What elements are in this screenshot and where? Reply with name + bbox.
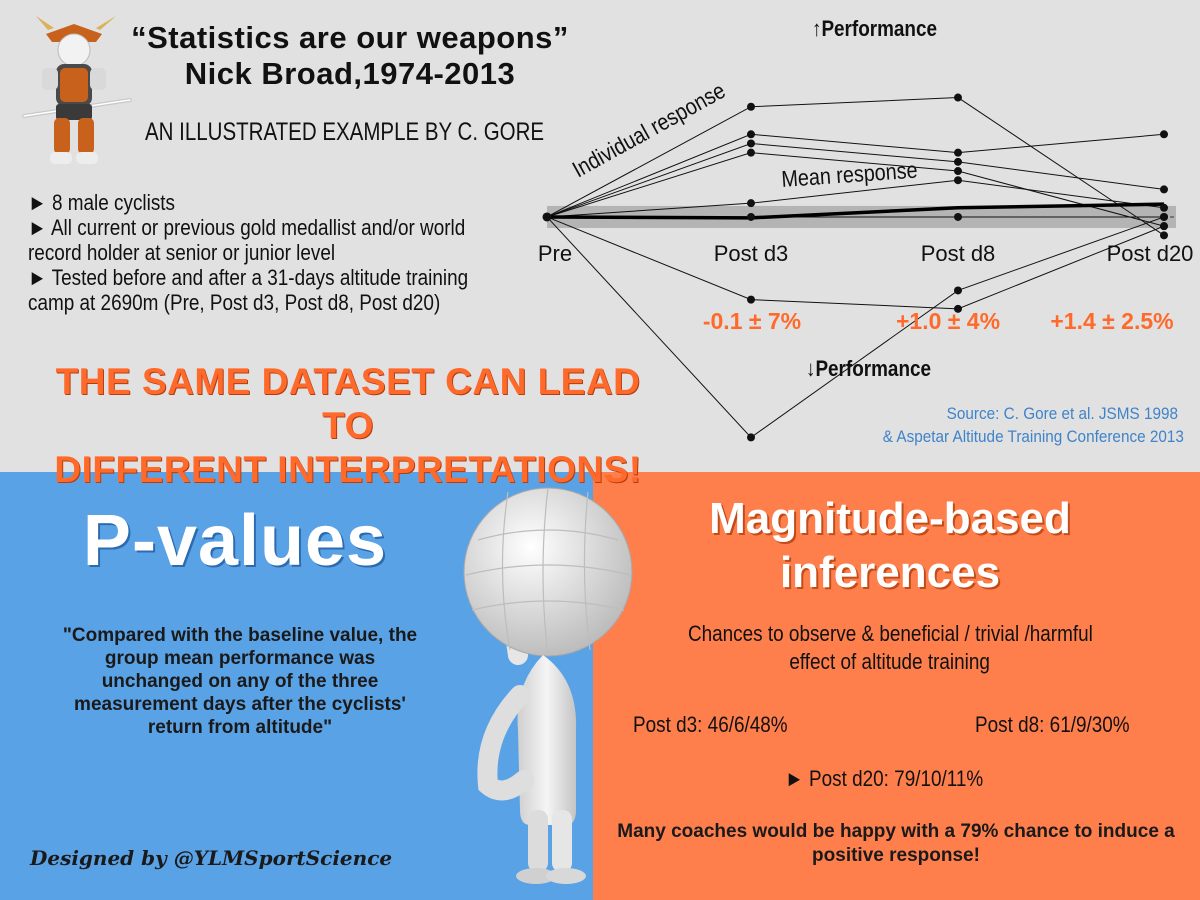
- individual-data-point: [747, 199, 755, 208]
- mbi-post-d3: Post d3: 46/6/48%: [633, 712, 788, 737]
- mbi-title-line-1: Magnitude-based: [709, 494, 1071, 543]
- performance-up-label: ↑Performance: [812, 17, 937, 42]
- individual-data-point: [747, 212, 755, 221]
- individual-data-point: [747, 102, 755, 111]
- individual-data-point: [747, 139, 755, 148]
- individual-series-line: [546, 152, 1165, 227]
- mbi-title-line-2: inferences: [779, 548, 1001, 597]
- individual-data-point: [1160, 185, 1168, 194]
- individual-series-line: [546, 179, 1165, 218]
- individual-series-line: [546, 216, 1165, 310]
- mbi-subtitle-line-2: effect of altitude training: [789, 649, 991, 674]
- mbi-subtitle-line-1: Chances to observe & beneficial / trivia…: [687, 621, 1093, 646]
- headline-line-1: THE SAME DATASET CAN LEAD TO: [55, 361, 641, 446]
- individual-data-point: [954, 286, 962, 295]
- individual-series-line: [546, 97, 1165, 236]
- performance-down-label: ↓Performance: [806, 357, 931, 382]
- bullet-item: ► 8 male cyclists: [28, 190, 175, 215]
- samurai-figure-icon: [22, 16, 132, 164]
- individual-data-point: [1160, 231, 1168, 240]
- mbi-post-d8: Post d8: 61/9/30%: [975, 712, 1130, 737]
- top-panel: [0, 0, 1200, 472]
- headline: THE SAME DATASET CAN LEAD TO DIFFERENT I…: [28, 360, 668, 492]
- source-line-2: & Aspetar Altitude Training Conference 2…: [882, 427, 1184, 446]
- individual-data-point: [954, 93, 962, 102]
- individual-data-point: [954, 157, 962, 166]
- x-tick-label: Post d3: [714, 241, 789, 266]
- quote-line-2: Nick Broad,1974-2013: [184, 56, 516, 91]
- pvalues-quote: "Compared with the baseline value, the g…: [62, 625, 418, 738]
- individual-data-point: [954, 304, 962, 313]
- mean-series-line: [546, 202, 1165, 220]
- individual-data-point: [954, 212, 962, 221]
- individual-data-point: [747, 295, 755, 304]
- mbi-title: Magnitude-based inferences: [610, 492, 1170, 600]
- effect-label-post-d3: -0.1 ± 7%: [703, 308, 801, 334]
- byline: AN ILLUSTRATED EXAMPLE BY C. GORE: [145, 118, 545, 146]
- x-tick-label: Post d20: [1107, 241, 1194, 266]
- individual-data-point: [954, 148, 962, 157]
- bullet-item: record holder at senior or junior level: [28, 240, 336, 265]
- x-tick-label: Post d8: [921, 241, 996, 266]
- effect-label-post-d8: +1.0 ± 4%: [896, 308, 1000, 334]
- designed-by: Designed by @YLMSportScience: [30, 846, 393, 870]
- pre-data-point: [542, 212, 552, 222]
- source-note: Source: C. Gore et al. JSMS 1998 & Aspet…: [850, 402, 1184, 448]
- response-chart: ↑Performance ↓Performance Individual res…: [538, 17, 1194, 442]
- puzzle-head-thinker-icon: [463, 487, 633, 884]
- bullet-item: ► All current or previous gold medallist…: [28, 215, 466, 240]
- source-line-1: Source: C. Gore et al. JSMS 1998: [946, 404, 1178, 423]
- individual-data-point: [1160, 130, 1168, 139]
- individual-series-line: [546, 142, 1165, 218]
- individual-data-point: [954, 167, 962, 176]
- quote-title: “Statistics are our weapons” Nick Broad,…: [130, 20, 570, 92]
- mbi-subtitle: Chances to observe & beneficial / trivia…: [620, 620, 1160, 676]
- x-tick-label: Pre: [538, 241, 572, 266]
- effect-label-post-d20: +1.4 ± 2.5%: [1050, 308, 1173, 334]
- individual-data-point: [954, 176, 962, 185]
- individual-series-line: [546, 216, 1165, 439]
- bullet-item: camp at 2690m (Pre, Post d3, Post d8, Po…: [28, 290, 441, 315]
- bullet-item: ► Tested before and after a 31-days alti…: [28, 265, 469, 290]
- individual-data-point: [747, 130, 755, 139]
- individual-data-point: [1160, 203, 1168, 212]
- individual-data-point: [747, 433, 755, 442]
- mbi-post-d20: ► Post d20: 79/10/11%: [785, 766, 984, 791]
- quote-line-1: “Statistics are our weapons”: [131, 20, 569, 55]
- individual-data-point: [1160, 222, 1168, 231]
- mbi-panel: [593, 472, 1200, 900]
- individual-data-point: [747, 148, 755, 157]
- study-bullets: ► 8 male cyclists ► All current or previ…: [28, 190, 588, 315]
- individual-data-point: [1160, 212, 1168, 221]
- headline-line-2: DIFFERENT INTERPRETATIONS!: [54, 449, 642, 490]
- mbi-conclusion: Many coaches would be happy with a 79% c…: [617, 821, 1175, 866]
- pvalues-title: P-values: [82, 501, 388, 581]
- individual-series-line: [546, 133, 1165, 218]
